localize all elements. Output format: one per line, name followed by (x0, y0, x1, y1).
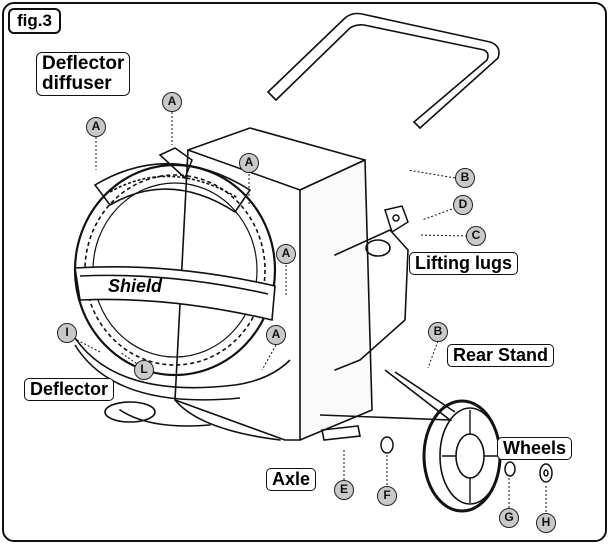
badge-h: H (536, 513, 556, 533)
badge-f: F (377, 486, 397, 506)
shield-band (74, 266, 276, 321)
handle-frame (267, 12, 500, 129)
badge-d: D (453, 195, 473, 215)
badge-e: E (334, 480, 354, 500)
fuel-tank (334, 229, 409, 371)
washers (380, 436, 553, 483)
badge-a-top: A (162, 92, 182, 112)
wheels-label: Wheels (497, 437, 573, 460)
lifting-lug (384, 205, 409, 234)
axle-label: Axle (266, 468, 317, 491)
figure-tag: fig.3 (8, 8, 61, 34)
badge-a-center: A (239, 153, 259, 173)
deflector-part (69, 329, 291, 423)
badge-g: G (499, 508, 519, 528)
axle (321, 425, 361, 441)
shield-label: Shield (108, 276, 163, 296)
deflector-diffuser-part (93, 147, 252, 214)
lifting-lugs-label: Lifting lugs (409, 252, 518, 275)
deflector-diffuser-label: Deflector diffuser (36, 52, 131, 96)
badge-c: C (466, 226, 486, 246)
badge-i: I (57, 323, 77, 343)
deflector-label: Deflector (24, 378, 115, 401)
side-panel (299, 159, 373, 441)
deflector-diffuser-label-line1: Deflector (42, 53, 125, 74)
badge-a-right: A (276, 244, 296, 264)
leader-lines (76, 112, 547, 512)
badge-a-left: A (86, 117, 106, 137)
badge-b-upper: B (455, 168, 475, 188)
deflector-diffuser-label-line2: diffuser (42, 72, 112, 94)
badge-a-lower: A (266, 325, 286, 345)
badge-l: L (134, 360, 154, 380)
rear-stand-label: Rear Stand (447, 344, 555, 367)
wheel (422, 399, 502, 513)
badge-b-lower: B (428, 322, 448, 342)
